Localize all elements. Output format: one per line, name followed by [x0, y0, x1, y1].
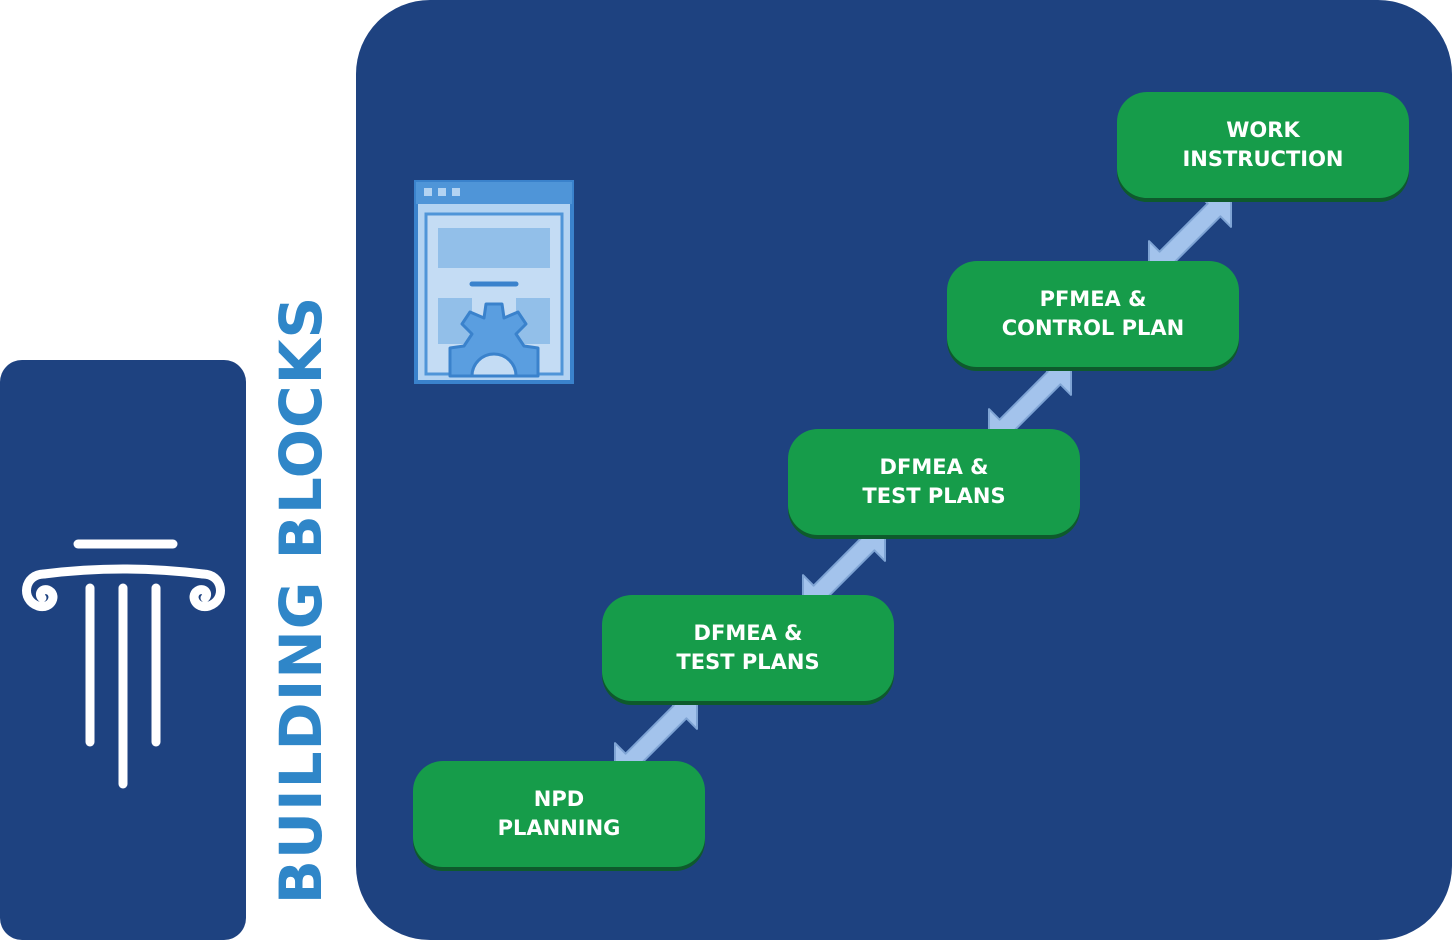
step-line-1: NPD [533, 787, 585, 811]
step-dfmea-test-plans: DFMEA & TEST PLANS [602, 595, 894, 701]
step-line-2: PLANNING [497, 816, 621, 840]
step-line-2: INSTRUCTION [1182, 147, 1344, 171]
step-npd-planning: NPD PLANNING [413, 761, 705, 867]
step-line-1: DFMEA & [879, 455, 989, 479]
step-work-instruction: WORK INSTRUCTION [1117, 92, 1409, 198]
step-line-1: WORK [1226, 118, 1300, 142]
step-line-2: TEST PLANS [676, 650, 820, 674]
document-gear-icon [414, 180, 574, 384]
step-pfmea-control-plan: PFMEA & CONTROL PLAN [947, 261, 1239, 367]
step-line-1: PFMEA & [1039, 287, 1147, 311]
step-dfmea-test-plans: DFMEA & TEST PLANS [788, 429, 1080, 535]
step-line-2: TEST PLANS [862, 484, 1006, 508]
step-line-2: CONTROL PLAN [1001, 316, 1185, 340]
step-line-1: DFMEA & [693, 621, 803, 645]
pillar-icon [22, 539, 225, 789]
